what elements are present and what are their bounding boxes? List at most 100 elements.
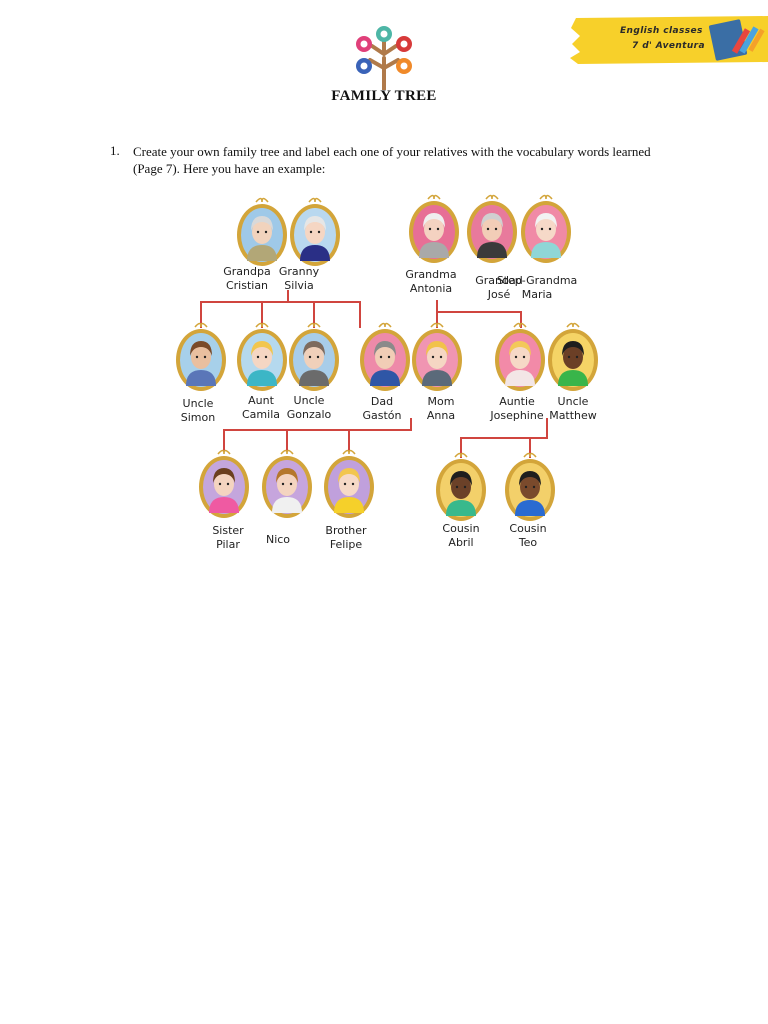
frame-bow	[485, 194, 499, 200]
person-face	[510, 345, 530, 369]
member-label-line2: Gonzalo	[287, 408, 332, 421]
person-hair	[374, 341, 396, 356]
person-face	[277, 472, 297, 496]
member-label-line2: Gastón	[362, 409, 401, 422]
frame-bow	[217, 449, 231, 455]
person-face	[304, 345, 324, 369]
person-hair	[276, 468, 298, 483]
person-eye	[532, 485, 536, 489]
person-eye	[256, 230, 260, 234]
person-hair	[426, 341, 448, 356]
person-shirt	[446, 500, 476, 516]
person-eye	[289, 482, 293, 486]
person-eye	[575, 355, 579, 359]
tree-logo-icon	[356, 26, 412, 90]
person-face	[214, 472, 234, 496]
english-classes-badge: English classes 7 d' Aventura	[568, 14, 768, 66]
member-label-line1: Sister	[212, 524, 244, 537]
person-eye	[387, 355, 391, 359]
frame-bow	[255, 197, 269, 203]
person-face	[451, 475, 471, 499]
person-eye	[264, 355, 268, 359]
member-label-line1: Step-Grandma	[497, 274, 578, 287]
person-shirt	[515, 500, 545, 516]
person-eye	[308, 355, 312, 359]
frame-bow	[255, 322, 269, 328]
person-hair	[338, 468, 360, 483]
frame-bow	[523, 452, 537, 458]
member-label-line2: Camila	[242, 408, 280, 421]
member-label-line2: José	[487, 288, 511, 301]
person-eye	[540, 227, 544, 231]
member-label-line2: Silvia	[284, 279, 313, 292]
member-label-line2: Simon	[181, 411, 215, 424]
person-eye	[428, 227, 432, 231]
person-hair	[519, 471, 541, 486]
person-face	[427, 345, 447, 369]
member-label-line1: Cousin	[442, 522, 479, 535]
member-label-line1: Granny	[279, 265, 320, 278]
person-eye	[203, 355, 207, 359]
person-face	[252, 220, 272, 244]
person-eye	[524, 485, 528, 489]
frame-bow	[342, 449, 356, 455]
person-shirt	[419, 242, 449, 258]
person-hair	[535, 213, 557, 228]
person-face	[339, 472, 359, 496]
member-label-line2: Pilar	[216, 538, 240, 551]
member-label-line2: Felipe	[330, 538, 363, 551]
frame-bow	[308, 197, 322, 203]
person-face	[305, 220, 325, 244]
person-face	[424, 217, 444, 241]
person-eye	[316, 355, 320, 359]
person-shirt	[558, 370, 588, 386]
person-eye	[463, 485, 467, 489]
crayon-box-icon	[708, 19, 765, 61]
person-hair	[481, 213, 503, 228]
member-label-line1: Uncle	[558, 395, 589, 408]
person-shirt	[299, 370, 329, 386]
person-eye	[264, 230, 268, 234]
person-eye	[494, 227, 498, 231]
person-shirt	[370, 370, 400, 386]
frame-bow	[194, 322, 208, 328]
person-shirt	[505, 370, 535, 386]
person-shirt	[300, 245, 330, 261]
person-shirt	[272, 497, 302, 513]
person-eye	[439, 355, 443, 359]
frame-bow	[427, 194, 441, 200]
frame-bow	[513, 322, 527, 328]
frame-bow	[539, 194, 553, 200]
person-eye	[436, 227, 440, 231]
person-eye	[548, 227, 552, 231]
member-label-line2: Abril	[448, 536, 473, 549]
frame-bow	[566, 322, 580, 328]
frame-bow	[430, 322, 444, 328]
person-shirt	[186, 370, 216, 386]
page-title: FAMILY TREE	[331, 88, 437, 104]
member-label-line1: Grandma	[405, 268, 456, 281]
member-label-line1: Dad	[371, 395, 393, 408]
person-shirt	[531, 242, 561, 258]
member-label-line2: Teo	[518, 536, 538, 549]
person-eye	[514, 355, 518, 359]
member-label-line2: Cristian	[226, 279, 268, 292]
member-label-line1: Nico	[266, 533, 290, 546]
member-label-line2: Matthew	[549, 409, 597, 422]
person-shirt	[477, 242, 507, 258]
person-shirt	[422, 370, 452, 386]
member-label-line2: Josephine	[489, 409, 543, 422]
person-eye	[256, 355, 260, 359]
person-face	[563, 345, 583, 369]
member-label-line1: Cousin	[509, 522, 546, 535]
person-hair	[509, 341, 531, 356]
member-label-line1: Grandpa	[223, 265, 270, 278]
person-hair	[304, 216, 326, 231]
